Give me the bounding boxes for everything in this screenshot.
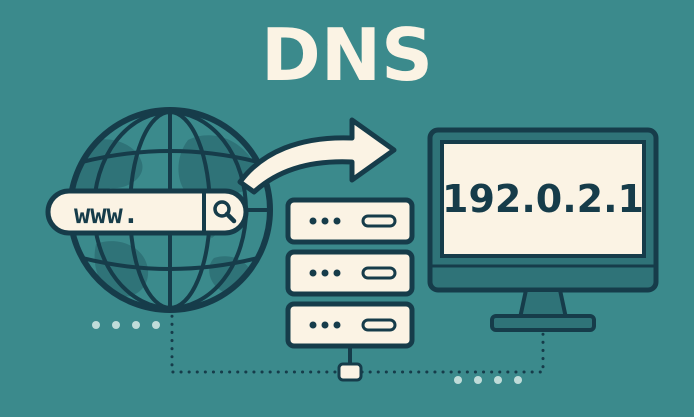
server-icon (285, 197, 415, 349)
title: DNS (261, 13, 433, 97)
search-query: www. (74, 199, 139, 230)
monitor-icon: 192.0.2.1 (427, 127, 659, 332)
arrow-icon (237, 117, 397, 195)
ip-address: 192.0.2.1 (442, 177, 644, 221)
server-unit-3 (285, 301, 415, 349)
search-icon (213, 200, 237, 224)
search-bar: www. (45, 188, 249, 236)
connection-line (170, 298, 545, 374)
decorative-dots-left (92, 321, 160, 329)
decorative-dots-right (454, 376, 522, 384)
server-unit-2 (285, 249, 415, 297)
network-node (337, 348, 363, 382)
server-unit-1 (285, 197, 415, 245)
